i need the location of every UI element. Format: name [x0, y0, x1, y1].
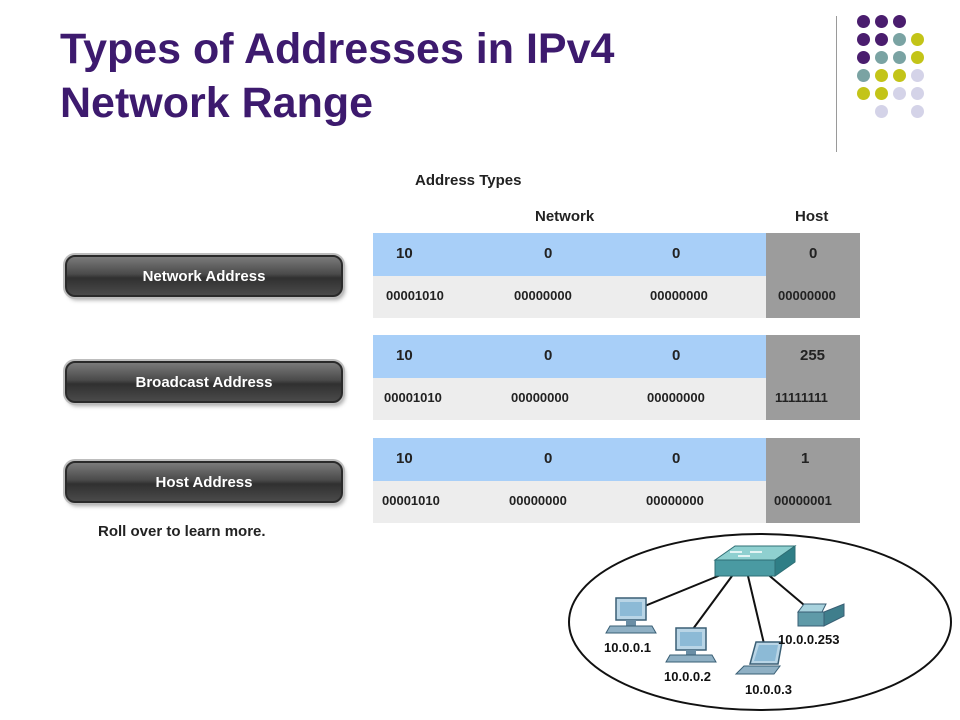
- host-ip-label: 10.0.0.253: [778, 632, 840, 647]
- binary-row: [373, 378, 766, 420]
- octet-3-decimal: 0: [672, 347, 681, 364]
- decorative-dot: [893, 51, 906, 64]
- laptop-icon: [734, 641, 783, 675]
- broadcast-address-button[interactable]: Broadcast Address: [65, 361, 343, 403]
- decorative-dot: [875, 69, 888, 82]
- octet-4-binary: 00000001: [774, 493, 832, 508]
- decorative-dot: [911, 69, 924, 82]
- broadcast-address-table: 10 0 0 255 00001010 00000000 00000000 11…: [373, 335, 860, 420]
- decimal-row: [373, 335, 766, 378]
- decorative-dot: [875, 87, 888, 100]
- octet-2-decimal: 0: [544, 347, 553, 364]
- host-address-button[interactable]: Host Address: [65, 461, 343, 503]
- host-column: [766, 335, 860, 420]
- decorative-dot: [875, 105, 888, 118]
- host-column-header: Host: [795, 208, 829, 225]
- network-column-header: Network: [535, 208, 595, 225]
- octet-1-decimal: 10: [396, 450, 413, 467]
- host-column: [766, 438, 860, 523]
- octet-1-decimal: 10: [396, 245, 413, 262]
- network-address-button[interactable]: Network Address: [65, 255, 343, 297]
- host-column: [766, 233, 860, 318]
- octet-4-binary: 11111111: [775, 390, 828, 405]
- decorative-dot: [857, 15, 870, 28]
- decorative-dot: [893, 69, 906, 82]
- desktop-computer-icon: [665, 627, 717, 663]
- switch-icon: [713, 545, 797, 577]
- octet-2-binary: 00000000: [511, 390, 569, 405]
- decorative-dot: [911, 105, 924, 118]
- octet-3-decimal: 0: [672, 245, 681, 262]
- decimal-row: [373, 233, 766, 276]
- octet-1-binary: 00001010: [386, 288, 444, 303]
- address-types-heading: Address Types: [415, 172, 522, 189]
- host-ip-label: 10.0.0.2: [664, 669, 711, 684]
- octet-1-decimal: 10: [396, 347, 413, 364]
- decorative-dot: [875, 33, 888, 46]
- network-boundary-ellipse: [568, 533, 952, 711]
- octet-4-decimal: 255: [800, 347, 826, 364]
- decorative-dot: [911, 51, 924, 64]
- host-address-table: 10 0 0 1 00001010 00000000 00000000 0000…: [373, 438, 860, 523]
- decorative-dot: [893, 87, 906, 100]
- printer-icon: [797, 603, 845, 627]
- title-divider: [836, 16, 837, 152]
- octet-4-decimal: 1: [801, 450, 810, 467]
- octet-3-binary: 00000000: [650, 288, 708, 303]
- network-address-table: 10 0 0 0 00001010 00000000 00000000 0000…: [373, 233, 860, 318]
- network-links: [634, 571, 811, 649]
- decorative-dot: [857, 51, 870, 64]
- binary-row: [373, 481, 766, 523]
- slide-title-line1: Types of Addresses in IPv4: [60, 25, 615, 73]
- rollover-hint: Roll over to learn more.: [98, 523, 266, 540]
- decorative-dot: [857, 69, 870, 82]
- decorative-dot: [875, 51, 888, 64]
- octet-2-decimal: 0: [544, 450, 553, 467]
- octet-3-decimal: 0: [672, 450, 681, 467]
- octet-2-binary: 00000000: [509, 493, 567, 508]
- decorative-dot: [893, 33, 906, 46]
- host-ip-label: 10.0.0.1: [604, 640, 651, 655]
- octet-2-binary: 00000000: [514, 288, 572, 303]
- decorative-dot: [875, 15, 888, 28]
- decorative-dot: [911, 33, 924, 46]
- octet-1-binary: 00001010: [382, 493, 440, 508]
- octet-3-binary: 00000000: [646, 493, 704, 508]
- host-ip-label: 10.0.0.3: [745, 682, 792, 697]
- desktop-computer-icon: [605, 597, 657, 634]
- binary-row: [373, 276, 766, 318]
- decorative-dot: [857, 87, 870, 100]
- decorative-dot: [893, 15, 906, 28]
- network-diagram: [568, 533, 952, 711]
- octet-3-binary: 00000000: [647, 390, 705, 405]
- octet-2-decimal: 0: [544, 245, 553, 262]
- octet-4-binary: 00000000: [778, 288, 836, 303]
- octet-4-decimal: 0: [809, 245, 818, 262]
- octet-1-binary: 00001010: [384, 390, 442, 405]
- slide-title-line2: Network Range: [60, 79, 374, 127]
- decimal-row: [373, 438, 766, 481]
- decorative-dot: [911, 87, 924, 100]
- decorative-dot: [857, 33, 870, 46]
- slide-title: Types of Addresses in IPv4 Network Range: [60, 22, 800, 130]
